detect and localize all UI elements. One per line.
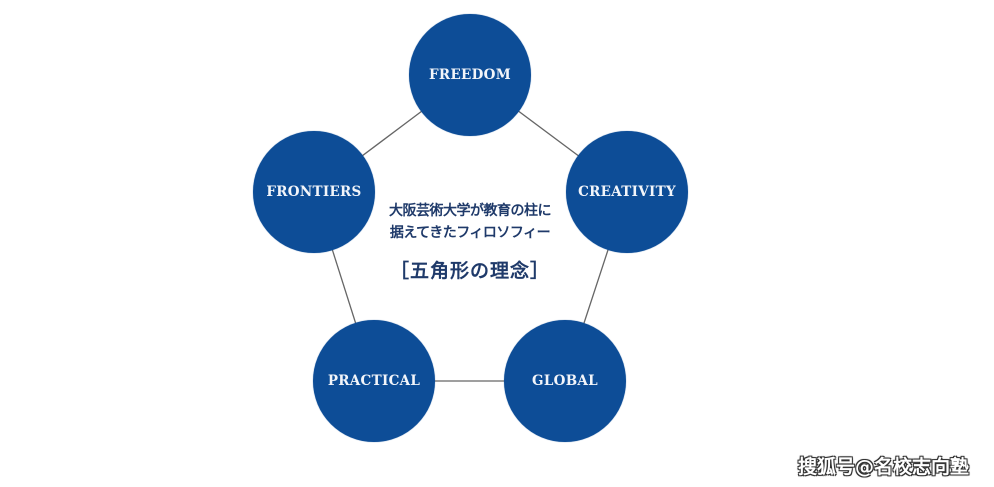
node-label: GLOBAL: [532, 373, 598, 389]
node-frontiers: FRONTIERS: [253, 131, 375, 253]
node-practical: PRACTICAL: [313, 320, 435, 442]
node-global: GLOBAL: [504, 320, 626, 442]
node-label: CREATIVITY: [578, 184, 676, 200]
watermark: 搜狐号@名校志向塾: [798, 456, 970, 478]
node-creativity: CREATIVITY: [566, 131, 688, 253]
node-label: PRACTICAL: [327, 373, 421, 389]
node-label: FREEDOM: [429, 67, 511, 83]
caption-line-2: 据えてきたフィロソフィー: [389, 225, 551, 241]
center-caption: 大阪芸術大学が教育の柱に 据えてきたフィロソフィー ［五角形の理念］: [380, 200, 560, 283]
caption-title: ［五角形の理念］: [389, 260, 550, 282]
node-label: FRONTIERS: [266, 184, 362, 200]
caption-line-1: 大阪芸術大学が教育の柱に: [389, 203, 552, 219]
node-freedom: FREEDOM: [409, 14, 531, 136]
